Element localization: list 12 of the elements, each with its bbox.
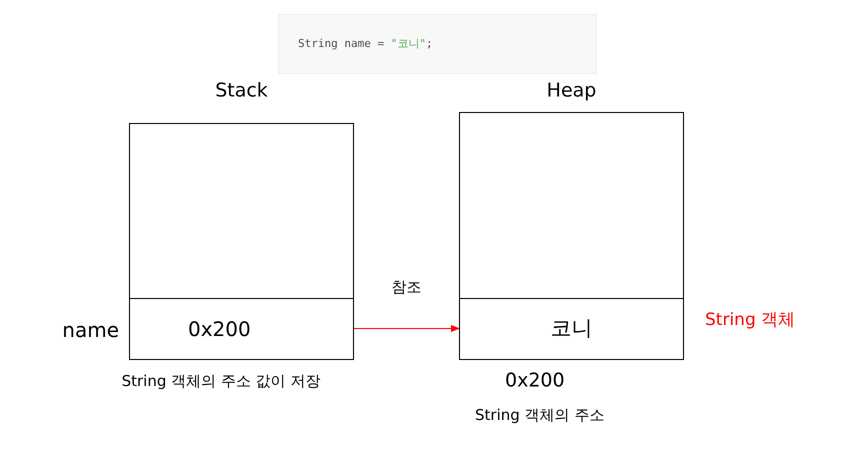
code-snippet: String name = "코니"; [278, 14, 597, 74]
memory-cell: 0x200 [130, 298, 353, 359]
node-label: String 객체의 주소 [475, 406, 604, 424]
node-label: String 객체의 주소 값이 저장 [122, 372, 320, 390]
annotation: String 객체 [705, 310, 796, 330]
heading: Heap [546, 80, 596, 102]
arrow [352, 325, 460, 332]
row-label: name [62, 318, 119, 342]
edge-label: 참조 [392, 278, 422, 296]
memory-cell: 코니 [460, 298, 683, 359]
address-label: 0x200 [505, 370, 565, 392]
heading: Stack [215, 80, 268, 102]
